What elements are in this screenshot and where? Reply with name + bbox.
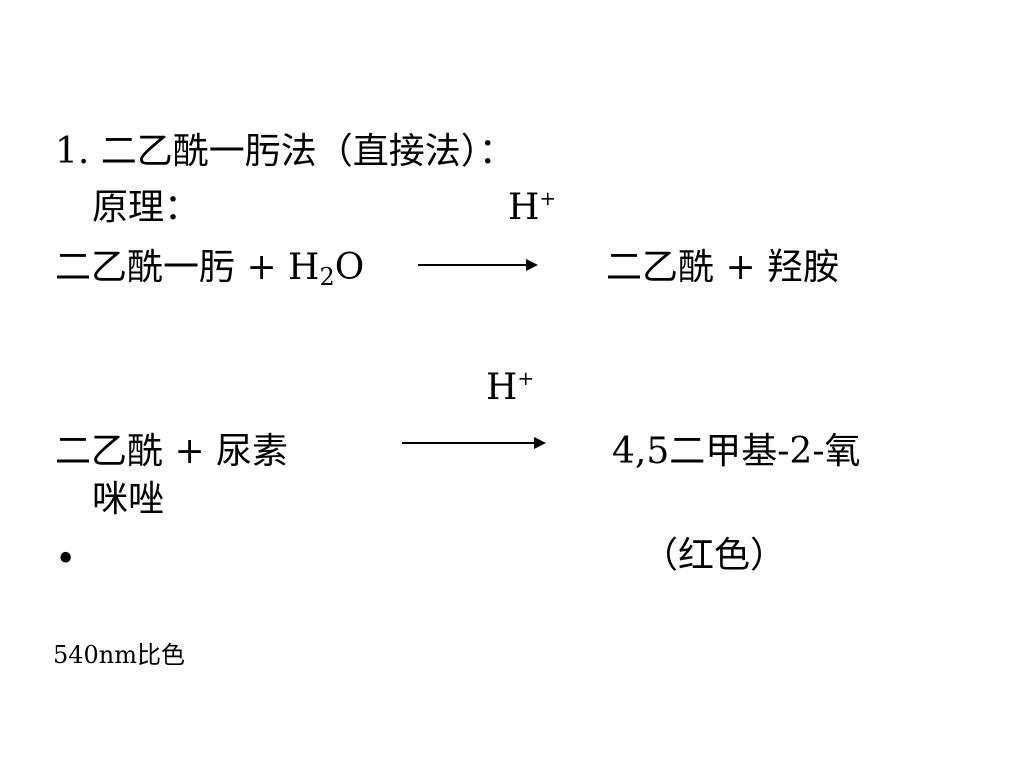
reaction2-arrow-icon — [402, 437, 546, 449]
reaction2-product-line1: 4,5二甲基-2-氧 — [612, 431, 861, 472]
reaction2-product-line2: 咪唑 — [92, 479, 165, 520]
reaction2-catalyst: H+ — [486, 368, 534, 408]
catalyst-charge: + — [517, 366, 535, 390]
water-subscript: 2 — [319, 263, 335, 291]
reaction1-products: 二乙酰 + 羟胺 — [606, 247, 840, 288]
principle-label: 原理： — [92, 187, 201, 228]
catalyst-symbol: H — [486, 367, 518, 408]
section-heading: 1. 二乙酰一肟法（直接法）： — [55, 131, 515, 172]
wavelength-note: 540nm比色 — [53, 641, 186, 669]
reaction1-reactants: 二乙酰一肟 + H2O — [55, 247, 365, 291]
catalyst-charge: + — [539, 186, 557, 210]
water-tail: O — [334, 247, 365, 288]
bullet-icon: • — [55, 539, 77, 580]
catalyst-symbol: H — [508, 187, 540, 228]
reaction2-reactants: 二乙酰 + 尿素 — [55, 431, 289, 472]
reaction1-arrow-icon — [418, 259, 538, 271]
product-color-note: （红色） — [642, 535, 787, 576]
reaction1-reactant-text: 二乙酰一肟 + H — [55, 247, 320, 288]
reaction1-catalyst: H+ — [508, 188, 556, 228]
